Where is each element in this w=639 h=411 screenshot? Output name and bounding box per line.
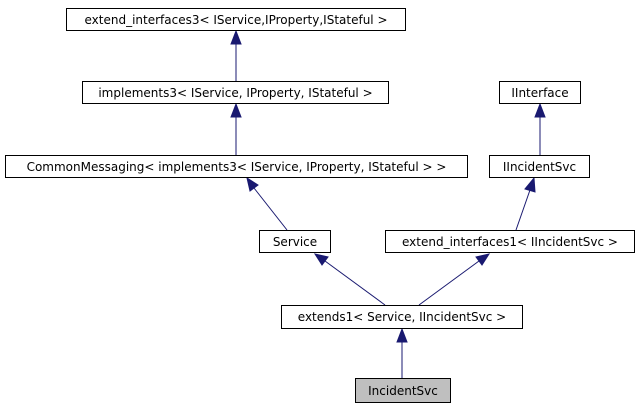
node-label-service: Service — [272, 234, 318, 249]
node-extend-interfaces1[interactable]: extend_interfaces1< IIncidentSvc > — [385, 230, 635, 253]
node-label-iinterface: IInterface — [511, 85, 569, 100]
node-implements3[interactable]: implements3< IService, IProperty, IState… — [82, 81, 389, 104]
edge-service-to-common-messaging — [246, 176, 288, 231]
node-common-messaging[interactable]: CommonMessaging< implements3< IService, … — [5, 155, 468, 178]
node-label-iincident-svc: IIncidentSvc — [502, 159, 577, 174]
node-iinterface[interactable]: IInterface — [499, 81, 581, 104]
node-iincident-svc[interactable]: IIncidentSvc — [489, 155, 590, 178]
node-service[interactable]: Service — [259, 230, 331, 253]
node-label-extend-interfaces3: extend_interfaces3< IService,IProperty,I… — [84, 12, 388, 27]
node-extend-interfaces3[interactable]: extend_interfaces3< IService,IProperty,I… — [66, 8, 406, 31]
node-label-common-messaging: CommonMessaging< implements3< IService, … — [26, 159, 447, 174]
node-label-implements3: implements3< IService, IProperty, IState… — [98, 85, 373, 100]
node-incident-svc-current: IncidentSvc — [355, 378, 451, 403]
node-label-incident-svc: IncidentSvc — [368, 383, 438, 398]
edge-extends1-to-service — [313, 253, 386, 306]
edge-implements3-to-extend-interfaces3 — [230, 29, 242, 81]
edge-iincident-svc-to-iinterface — [534, 102, 546, 155]
node-label-extends1: extends1< Service, IIncidentSvc > — [297, 310, 507, 324]
edge-extend-interfaces1-to-iincident-svc — [515, 176, 536, 231]
node-label-extend-interfaces1: extend_interfaces1< IIncidentSvc > — [402, 234, 618, 249]
edge-incident-svc-to-extends1 — [396, 327, 408, 378]
edge-extends1-to-extend-interfaces1 — [418, 253, 491, 306]
edge-common-messaging-to-implements3 — [230, 102, 242, 155]
node-extends1[interactable]: extends1< Service, IIncidentSvc > — [281, 305, 523, 329]
